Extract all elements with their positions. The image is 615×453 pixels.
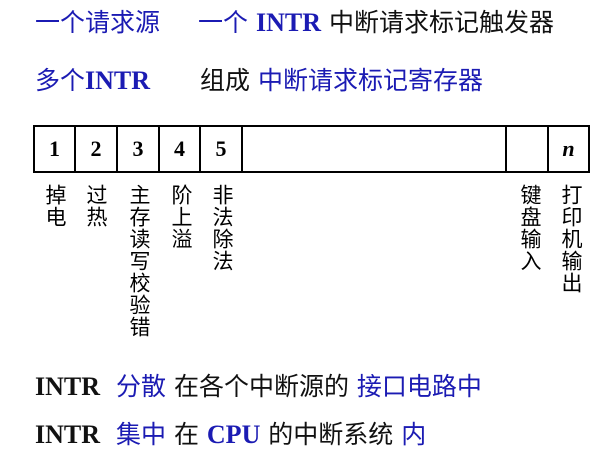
bit-label-illegal-division: 非法除法 (210, 184, 234, 272)
bit-label-power-off: 掉电 (43, 184, 67, 228)
row4-cpu: CPU (206, 420, 261, 449)
register-cell-n: n (562, 136, 575, 161)
row4: INTR 集中 在 CPU 的中断系统 内 (35, 420, 426, 450)
register-cell-5: 5 (201, 127, 243, 171)
bit-label-exponent-overflow: 阶上溢 (169, 184, 193, 250)
row1-one: 一个 (198, 8, 249, 37)
row4-centralized: 集中 (115, 420, 166, 449)
row4-interrupt-system: 的中断系统 (268, 420, 394, 449)
register-cell-4: 4 (160, 127, 201, 171)
row3-location: 在各个中断源的 (173, 372, 349, 401)
register-cell-1: 1 (35, 127, 76, 171)
row2-register: 中断请求标记寄存器 (258, 66, 484, 95)
row3-interface-circuit: 接口电路中 (356, 372, 482, 401)
register-cell-2: 2 (76, 127, 118, 171)
register-cell-3: 3 (118, 127, 160, 171)
row3-distributed: 分散 (115, 372, 166, 401)
register-cell-keyboard (507, 127, 549, 171)
bit-label-overheat: 过热 (84, 184, 108, 228)
bit-label-printer-output: 打印机输出 (559, 184, 583, 294)
row4-inside: 内 (401, 420, 427, 449)
row1-intr: INTR (255, 8, 321, 37)
register-cell-blank (243, 127, 507, 171)
row1-source: 一个请求源 (35, 8, 161, 37)
row2-intr: INTR (85, 66, 151, 95)
row4-intr: INTR (35, 420, 101, 449)
row2-many: 多个 (35, 66, 86, 95)
bit-label-memory-check-error: 主存读写校验错 (127, 184, 151, 338)
bit-label-keyboard-input: 键盘输入 (518, 184, 542, 272)
row4-in: 在 (173, 420, 199, 449)
row1: 一个请求源 一个 INTR 中断请求标记触发器 (35, 8, 554, 38)
row3-intr: INTR (35, 372, 101, 401)
row2-compose: 组成 (200, 66, 251, 95)
row1-trigger: 中断请求标记触发器 (328, 8, 554, 37)
row2: 多个INTR 组成 中断请求标记寄存器 (35, 66, 483, 96)
row3: INTR 分散 在各个中断源的 接口电路中 (35, 372, 482, 402)
interrupt-request-register: 1 2 3 4 5 n (33, 125, 590, 173)
